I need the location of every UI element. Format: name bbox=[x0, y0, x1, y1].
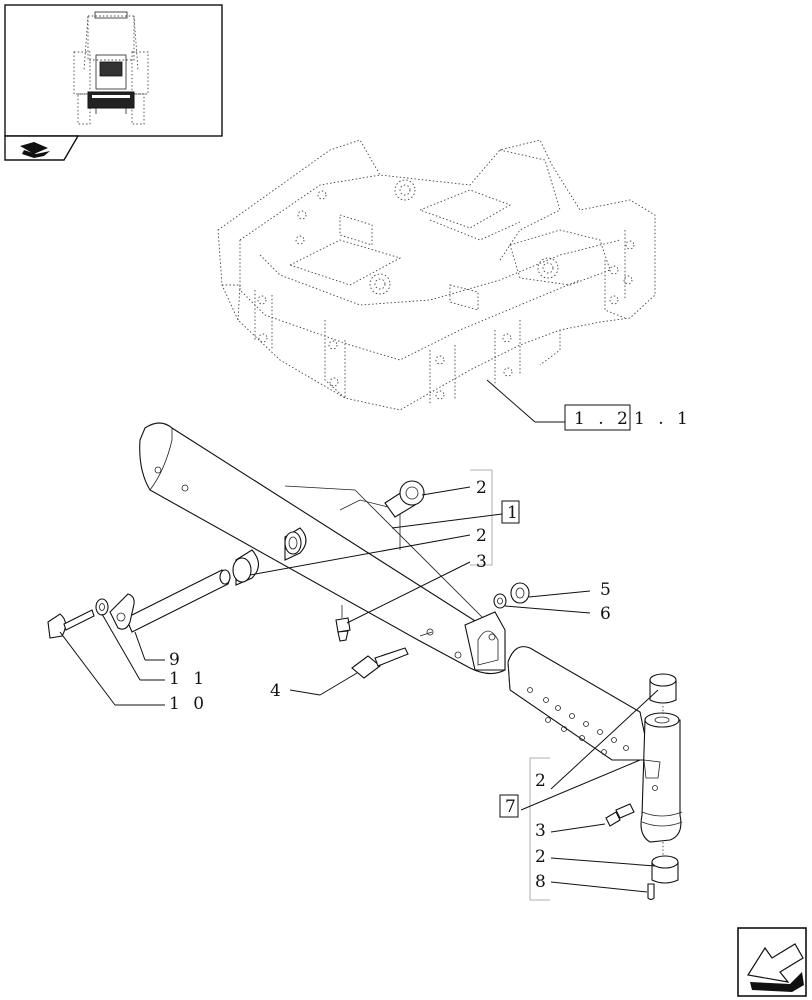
callout-10: 1 0 bbox=[169, 694, 208, 714]
callout-2-right-upper: 2 bbox=[535, 771, 550, 791]
axle-beam bbox=[139, 422, 506, 675]
nut-5 bbox=[510, 582, 530, 604]
casting-ref-boxed: 1 . 2 bbox=[574, 409, 632, 429]
grease-nipple-upper bbox=[335, 605, 351, 642]
pivot-pin bbox=[125, 569, 231, 633]
tractor-thumbnail-icon bbox=[73, 11, 149, 125]
bolt-10 bbox=[47, 609, 95, 639]
front-support-casting bbox=[217, 139, 656, 411]
next-page-button[interactable] bbox=[737, 927, 807, 997]
leader-lines bbox=[59, 486, 659, 893]
pivot-bushing-right bbox=[384, 480, 425, 518]
callout-11: 1 1 bbox=[169, 669, 208, 689]
callout-8: 8 bbox=[535, 872, 550, 892]
callout-5: 5 bbox=[600, 580, 615, 600]
washer-11 bbox=[95, 598, 109, 616]
book-tab[interactable] bbox=[4, 135, 80, 161]
book-icon bbox=[20, 142, 50, 158]
callout-3-upper: 3 bbox=[476, 552, 491, 572]
callout-4: 4 bbox=[270, 681, 285, 701]
callout-2-upper: 2 bbox=[476, 478, 491, 498]
callout-box-7[interactable] bbox=[499, 794, 519, 818]
locking-pin-4 bbox=[351, 647, 409, 679]
washer-6 bbox=[493, 593, 507, 609]
pin-8 bbox=[647, 883, 655, 901]
casting-reference[interactable]: 1 . 2 1 . 1 bbox=[564, 404, 692, 431]
pivot-bushing-left bbox=[284, 527, 307, 561]
thumbnail-frame[interactable] bbox=[4, 4, 223, 137]
kingpin-housing bbox=[640, 712, 683, 843]
callout-6: 6 bbox=[600, 604, 615, 624]
callout-2-middle: 2 bbox=[476, 526, 491, 546]
callout-box-1[interactable] bbox=[501, 500, 520, 524]
extension-arm bbox=[507, 646, 651, 761]
callout-3-lower: 3 bbox=[535, 821, 550, 841]
callouts: 2 1 2 3 5 6 9 1 1 1 0 4 2 7 3 2 8 bbox=[169, 478, 615, 892]
callout-7-boxed: 7 bbox=[505, 797, 520, 817]
callout-2-right-lower: 2 bbox=[535, 847, 550, 867]
bushing-upper-right bbox=[649, 673, 677, 704]
retaining-plate bbox=[109, 593, 135, 630]
callout-9: 9 bbox=[169, 650, 184, 670]
next-page-arrow-icon bbox=[747, 943, 804, 992]
casting-ref-tail: 1 . 1 bbox=[634, 409, 692, 429]
grease-nipple-lower bbox=[605, 803, 635, 827]
bushing-middle bbox=[232, 549, 260, 586]
bushing-lower-right bbox=[651, 855, 679, 884]
callout-1-boxed: 1 bbox=[507, 503, 522, 523]
